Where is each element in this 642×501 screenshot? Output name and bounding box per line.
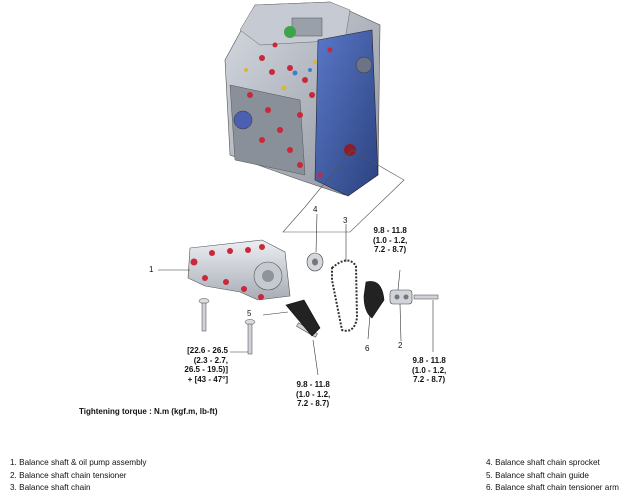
- legend-item: 1. Balance shaft & oil pump assembly: [10, 458, 147, 467]
- legend-item: 4. Balance shaft chain sprocket: [486, 458, 600, 467]
- parts-legend-right: 4. Balance shaft chain sprocket 5. Balan…: [486, 457, 619, 495]
- torque-spec-line: + [43 - 47°]: [187, 374, 228, 384]
- torque-spec-line: (1.0 - 1.2,: [296, 389, 331, 399]
- legend-item: 6. Balance shaft chain tensioner arm: [486, 483, 619, 492]
- torque-spec-bottom: 9.8 - 11.8 (1.0 - 1.2, 7.2 - 8.7): [296, 380, 330, 409]
- callout-number-2: 2: [398, 341, 403, 350]
- torque-spec-line: 7.2 - 8.7): [297, 399, 330, 408]
- torque-spec-line: (2.3 - 2.7,: [193, 355, 228, 365]
- torque-spec-line: [22.6 - 26.5: [187, 346, 228, 355]
- parts-legend-left: 1. Balance shaft & oil pump assembly 2. …: [10, 457, 147, 495]
- torque-spec-line: 9.8 - 11.8: [412, 356, 446, 365]
- leader-lines: [158, 213, 434, 376]
- legend-item: 2. Balance shaft chain tensioner: [10, 470, 127, 480]
- torque-spec-top: 9.8 - 11.8 (1.0 - 1.2, 7.2 - 8.7): [373, 226, 407, 255]
- callout-number-3: 3: [343, 216, 348, 225]
- torque-spec-line: 9.8 - 11.8: [373, 226, 407, 235]
- balance-shaft-chain-tensioner: [389, 289, 413, 305]
- torque-spec-line: 9.8 - 11.8: [296, 380, 330, 389]
- callout-number-1: 1: [149, 265, 154, 274]
- callout-number-6: 6: [365, 344, 370, 353]
- legend-item: 5. Balance shaft chain guide: [486, 470, 589, 480]
- balance-shaft-chain: [331, 259, 359, 332]
- balance-shaft-oil-pump-assembly: [187, 239, 291, 301]
- tightening-torque-label: Tightening torque : N.m (kgf.m, lb-ft): [79, 407, 218, 416]
- callout-number-5: 5: [247, 309, 252, 318]
- balance-shaft-chain-tensioner-arm: [363, 281, 385, 319]
- torque-spec-line: (1.0 - 1.2,: [412, 365, 447, 375]
- balance-shaft-chain-guide: [285, 299, 321, 337]
- engine-block-illustration: [224, 1, 381, 197]
- torque-spec-line: (1.0 - 1.2,: [373, 235, 408, 245]
- torque-spec-line: 7.2 - 8.7): [413, 375, 446, 384]
- torque-spec-left: [22.6 - 26.5 (2.3 - 2.7, 26.5 - 19.5)] +…: [150, 346, 228, 384]
- torque-spec-right: 9.8 - 11.8 (1.0 - 1.2, 7.2 - 8.7): [412, 356, 446, 385]
- balance-shaft-chain-sprocket: [306, 252, 324, 272]
- callout-number-4: 4: [313, 205, 318, 214]
- torque-spec-line: 7.2 - 8.7): [374, 245, 407, 254]
- exploded-parts-diagram: [158, 1, 439, 376]
- torque-spec-line: 26.5 - 19.5)]: [184, 365, 228, 374]
- legend-item: 3. Balance shaft chain: [10, 483, 91, 492]
